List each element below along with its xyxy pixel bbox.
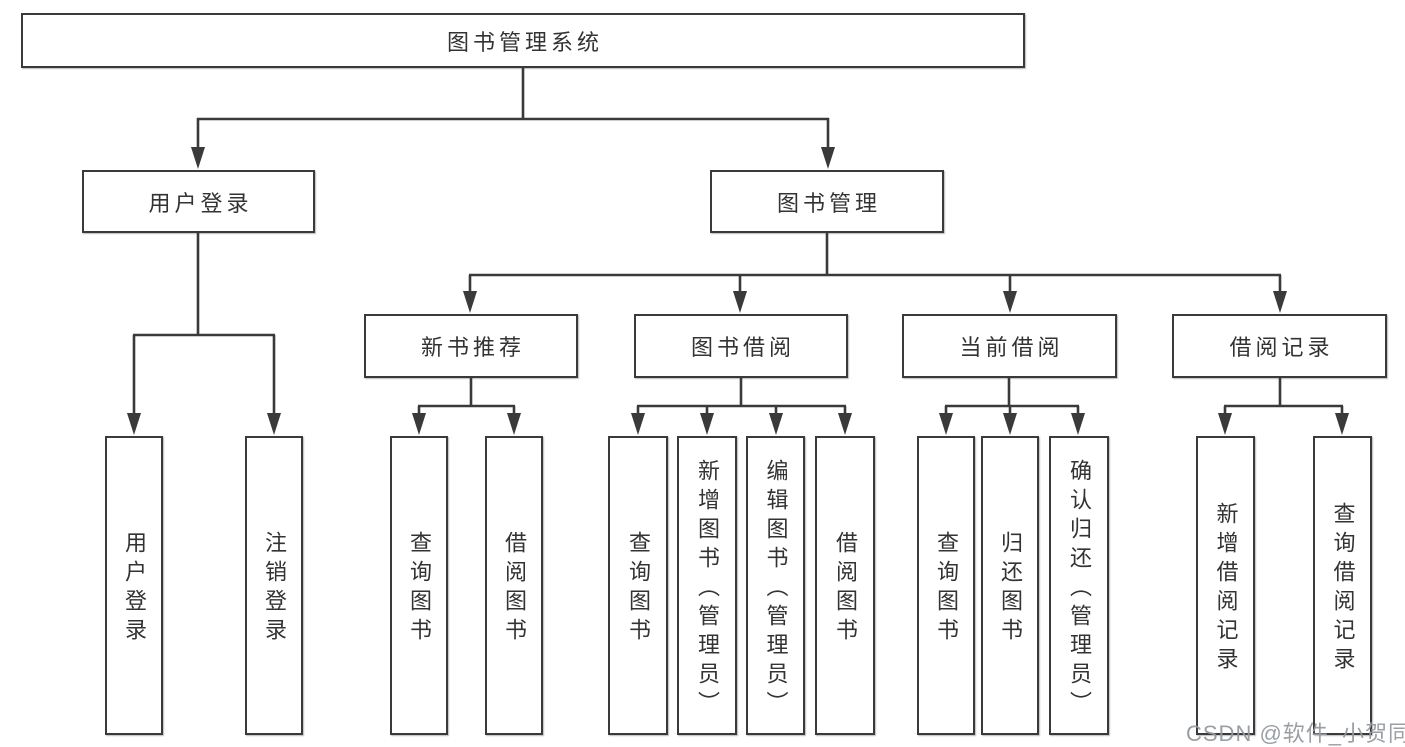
node-current-borrow-label: 当前借阅 xyxy=(959,335,1064,360)
edge-book-management xyxy=(468,233,1282,293)
edge-new-book-recommend xyxy=(417,378,516,415)
leaf-add-borrow-record: 新增借阅记录 xyxy=(1196,436,1255,735)
edge-user-login xyxy=(132,233,276,415)
edge-root xyxy=(196,68,830,149)
leaf-borrow-books-recommend-label: 借阅图书 xyxy=(502,531,527,647)
leaf-add-borrow-record-label: 新增借阅记录 xyxy=(1213,502,1239,676)
leaf-logout: 注销登录 xyxy=(245,436,303,735)
leaf-query-books-current: 查询图书 xyxy=(917,436,975,735)
leaf-logout-label: 注销登录 xyxy=(262,531,287,647)
leaf-query-books-recommend-label: 查询图书 xyxy=(407,531,432,647)
node-user-login-label: 用户登录 xyxy=(148,190,253,216)
leaf-confirm-return-admin: 确认归还（管理员） xyxy=(1049,436,1109,735)
leaf-query-borrow-record-label: 查询借阅记录 xyxy=(1330,502,1356,676)
leaf-query-books-borrow: 查询图书 xyxy=(608,436,668,735)
leaf-borrow-books-recommend: 借阅图书 xyxy=(485,436,543,735)
node-user-login: 用户登录 xyxy=(82,170,315,233)
leaf-add-book-admin: 新增图书（管理员） xyxy=(677,436,737,735)
node-book-borrow-label: 图书借阅 xyxy=(690,335,795,360)
node-book-borrow: 图书借阅 xyxy=(634,314,848,378)
leaf-add-book-admin-label: 新增图书（管理员） xyxy=(695,458,720,720)
node-root-label: 图书管理系统 xyxy=(446,29,603,55)
leaf-edit-book-admin-label: 编辑图书（管理员） xyxy=(763,458,789,720)
leaf-user-login-label: 用户登录 xyxy=(122,531,147,647)
node-new-book-recommend-label: 新书推荐 xyxy=(420,335,525,360)
leaf-confirm-return-admin-label: 确认归还（管理员） xyxy=(1067,458,1092,720)
leaf-user-login: 用户登录 xyxy=(105,436,163,735)
node-book-management: 图书管理 xyxy=(710,170,944,233)
csdn-watermark: CSDN @软件_小贺同学 xyxy=(1186,721,1405,746)
leaf-borrow-books-label: 借阅图书 xyxy=(833,531,858,647)
leaf-return-book: 归还图书 xyxy=(981,436,1039,735)
node-root: 图书管理系统 xyxy=(21,13,1025,68)
node-borrow-records: 借阅记录 xyxy=(1172,314,1387,378)
leaf-return-book-label: 归还图书 xyxy=(998,531,1023,647)
leaf-query-books-current-label: 查询图书 xyxy=(934,531,959,647)
leaf-borrow-books: 借阅图书 xyxy=(815,436,875,735)
arrowheads xyxy=(127,147,1349,435)
node-current-borrow: 当前借阅 xyxy=(902,314,1117,378)
node-book-management-label: 图书管理 xyxy=(776,190,881,216)
leaf-query-books-recommend: 查询图书 xyxy=(390,436,448,735)
edge-current-borrow xyxy=(944,378,1080,415)
node-borrow-records-label: 借阅记录 xyxy=(1229,335,1334,360)
edge-borrow-records xyxy=(1223,378,1344,415)
connector-edges xyxy=(132,68,1344,415)
edge-book-borrow xyxy=(636,378,847,415)
leaf-edit-book-admin: 编辑图书（管理员） xyxy=(746,436,805,735)
leaf-query-borrow-record: 查询借阅记录 xyxy=(1313,436,1372,735)
leaf-query-books-borrow-label: 查询图书 xyxy=(626,531,651,647)
node-new-book-recommend: 新书推荐 xyxy=(364,314,578,378)
